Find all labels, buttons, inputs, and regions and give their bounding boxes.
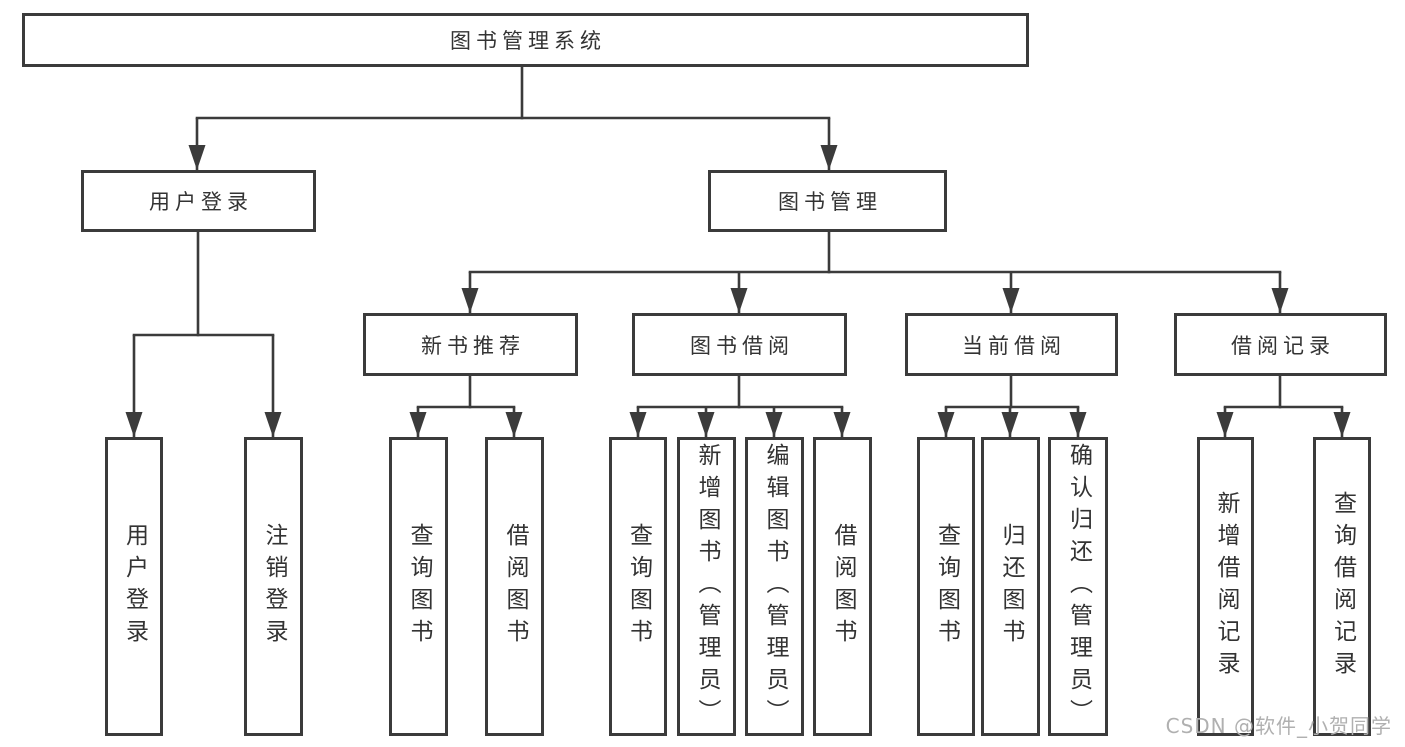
node-current-borrowing: 当前借阅 xyxy=(905,313,1118,376)
leaf-confirm-return-admin: 确认归还（管理员） xyxy=(1048,437,1108,736)
node-root-label: 图书管理系统 xyxy=(450,29,606,53)
node-user-login-label: 用户登录 xyxy=(149,190,253,214)
connector-user-login xyxy=(125,232,282,437)
connector-book-mgmt xyxy=(461,232,1289,313)
node-book-borrowing-label: 图书借阅 xyxy=(690,333,794,358)
node-borrow-records: 借阅记录 xyxy=(1174,313,1387,376)
leaf-add-book-admin: 新增图书（管理员） xyxy=(677,437,736,736)
csdn-watermark: CSDN @软件_小贺同学 xyxy=(1165,714,1392,738)
node-book-borrowing: 图书借阅 xyxy=(632,313,847,376)
node-current-borrowing-label: 当前借阅 xyxy=(962,333,1066,358)
node-root: 图书管理系统 xyxy=(22,13,1029,67)
leaf-query-books-borrowing: 查询图书 xyxy=(609,437,667,736)
leaf-logout: 注销登录 xyxy=(244,437,303,736)
leaf-query-books-recommend: 查询图书 xyxy=(389,437,448,736)
leaf-borrow-books-recommend: 借阅图书 xyxy=(485,437,544,736)
node-borrow-records-label: 借阅记录 xyxy=(1231,333,1335,358)
leaf-return-book: 归还图书 xyxy=(981,437,1040,736)
node-user-login-branch: 用户登录 xyxy=(81,170,316,232)
leaf-borrow-books: 借阅图书 xyxy=(813,437,872,736)
connector-book-borrowing xyxy=(629,376,851,437)
node-new-book-recommendation-label: 新书推荐 xyxy=(421,333,525,358)
node-book-mgmt-label: 图书管理 xyxy=(778,190,882,214)
leaf-add-borrow-record: 新增借阅记录 xyxy=(1197,437,1254,736)
connector-current-borrowing xyxy=(937,376,1087,437)
connector-borrow-records xyxy=(1216,376,1351,437)
connector-new-books xyxy=(409,376,523,437)
connector-root xyxy=(188,67,838,170)
node-book-mgmt-branch: 图书管理 xyxy=(708,170,947,232)
leaf-edit-book-admin: 编辑图书（管理员） xyxy=(745,437,804,736)
leaf-query-borrow-record: 查询借阅记录 xyxy=(1313,437,1371,736)
leaf-query-books-current: 查询图书 xyxy=(917,437,975,736)
node-new-book-recommendation: 新书推荐 xyxy=(363,313,578,376)
leaf-user-login: 用户登录 xyxy=(105,437,163,736)
